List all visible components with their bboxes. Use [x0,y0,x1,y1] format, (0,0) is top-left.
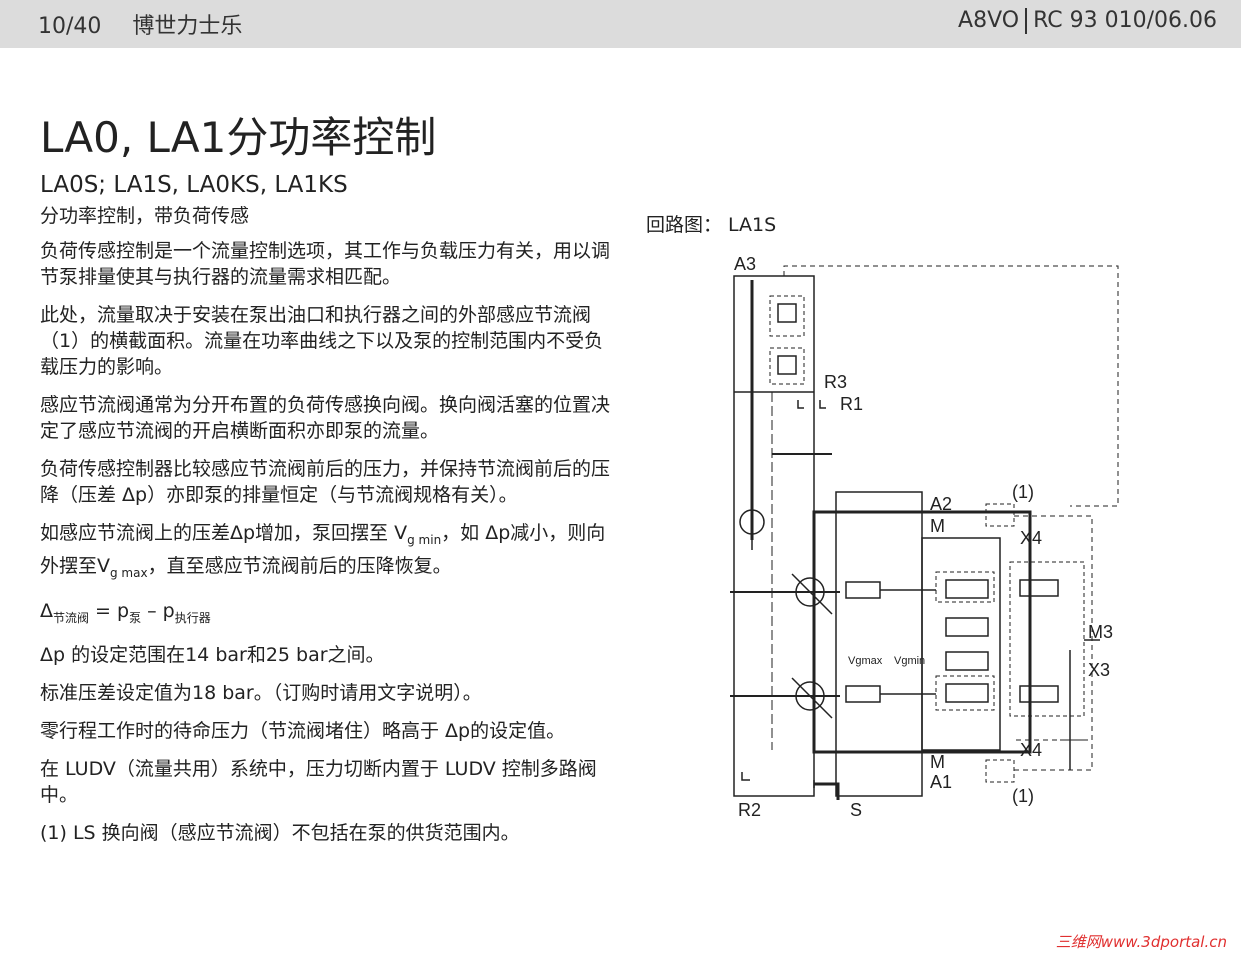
diagram-caption: 回路图： LA1S [646,214,777,236]
header-left: 10/40 博世力士乐 [38,8,266,40]
hydraulic-circuit-diagram: A3 R3 R1 A2 M (1) X4 M3 X3 Vgmax Vgmin X… [730,254,1119,820]
paragraph: Δp 的设定范围在14 bar和25 bar之间。 [40,644,385,667]
header-separator [1025,8,1028,34]
label-one-top: (1) [1012,482,1034,502]
label-r2: R2 [738,800,761,820]
page-subtitle-cn: 分功率控制，带负荷传感 [40,205,250,227]
label-a3: A3 [734,254,756,274]
label-m-top: M [930,516,945,536]
paragraph-vg: 如感应节流阀上的压差Δp增加，泵回摆至 Vg min，如 Δp减小，则向外摆至V… [40,522,606,580]
label-x4-bot: X4 [1020,740,1042,760]
label-vgmin: Vgmin [894,655,925,667]
paragraph: 感应节流阀通常为分开布置的负荷传感换向阀。换向阀活塞的位置决定了感应节流阀的开启… [40,394,611,442]
page-subtitle: LA0S; LA1S, LA0KS, LA1KS [40,172,348,198]
label-m-bot: M [930,752,945,772]
page-title: LA0, LA1分功率控制 [40,113,437,162]
doc-number: RC 93 010/06.06 [1033,8,1217,33]
page-number: 10/40 [38,14,102,39]
brand-name: 博世力士乐 [132,14,243,39]
header-right: A8VO RC 93 010/06.06 [958,8,1217,34]
paragraph: 零行程工作时的待命压力（节流阀堵住）略高于 Δp的设定值。 [40,720,566,743]
label-a2: A2 [930,494,952,514]
label-a1: A1 [930,772,952,792]
label-one-bot: (1) [1012,786,1034,806]
paragraph: 负荷传感控制是一个流量控制选项，其工作与负载压力有关，用以调节泵排量使其与执行器… [40,240,611,288]
page-header: 10/40 博世力士乐 A8VO RC 93 010/06.06 [0,0,1241,48]
body-text: 负荷传感控制是一个流量控制选项，其工作与负载压力有关，用以调节泵排量使其与执行器… [40,238,620,858]
paragraph: 负荷传感控制器比较感应节流阀前后的压力，并保持节流阀前后的压降（压差 Δp）亦即… [40,458,611,506]
label-x4-top: X4 [1020,528,1042,548]
label-r1: R1 [840,394,863,414]
label-m3: M3 [1088,622,1113,642]
paragraph: 在 LUDV（流量共用）系统中，压力切断内置于 LUDV 控制多路阀中。 [40,758,597,807]
paragraph: 此处，流量取决于安装在泵出油口和执行器之间的外部感应节流阀（1）的横截面积。流量… [40,304,604,378]
label-r3: R3 [824,372,847,392]
formula: Δ节流阀 = p泵 – p执行器 [40,599,211,625]
label-vgmax: Vgmax [848,655,883,667]
product-code: A8VO [958,8,1020,33]
label-x3: X3 [1088,660,1110,680]
watermark: 三维网www.3dportal.cn [1055,933,1227,951]
label-s: S [850,800,862,820]
paragraph: 标准压差设定值为18 bar。（订购时请用文字说明）。 [40,682,482,705]
footnote: (1) LS 换向阀（感应节流阀）不包括在泵的供货范围内。 [40,822,520,845]
